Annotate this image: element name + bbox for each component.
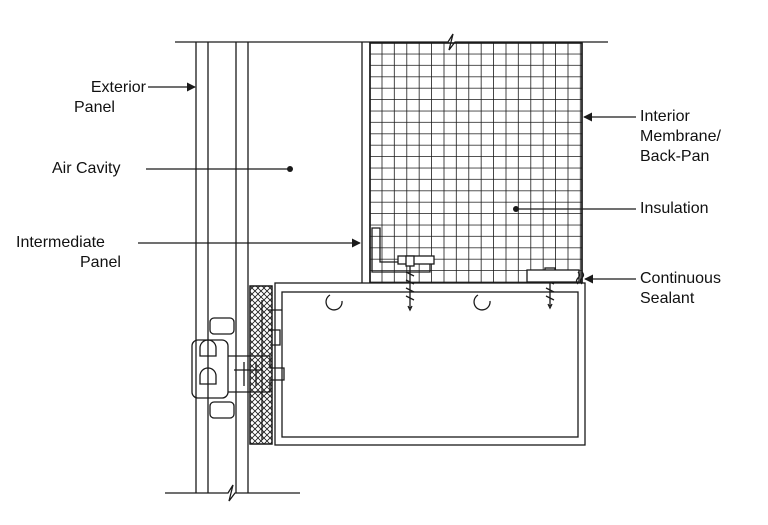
label-intermediate-panel-line2: Panel bbox=[80, 254, 121, 271]
label-continuous-sealant-line2: Sealant bbox=[640, 290, 695, 307]
pressure-plate bbox=[191, 339, 229, 399]
fastener-plate bbox=[397, 255, 435, 265]
label-interior-membrane: Interior Membrane/ Back-Pan bbox=[640, 107, 721, 167]
label-air-cavity: Air Cavity bbox=[52, 159, 120, 179]
top-boundary-line bbox=[175, 33, 608, 51]
air-cavity-dot bbox=[287, 166, 293, 172]
mullion-inner bbox=[281, 291, 579, 438]
insulation-dot bbox=[513, 206, 519, 212]
sealant-squiggle bbox=[575, 271, 585, 285]
label-interior-membrane-line2: Membrane/ bbox=[640, 128, 721, 145]
label-air-cavity-text: Air Cavity bbox=[52, 160, 121, 177]
label-interior-membrane-line3: Back-Pan bbox=[640, 148, 710, 165]
label-insulation: Insulation bbox=[640, 199, 709, 219]
label-intermediate-panel: Intermediate Panel bbox=[16, 233, 121, 273]
label-exterior-panel-line2: Panel bbox=[74, 99, 115, 116]
bottom-boundary-line bbox=[165, 484, 300, 502]
screw-boss-1 bbox=[325, 294, 343, 311]
label-exterior-panel: Exterior Panel bbox=[64, 78, 146, 118]
pressure-plate-detail bbox=[199, 339, 217, 385]
label-interior-membrane-line1: Interior bbox=[640, 108, 690, 125]
glass-gasket-bottom bbox=[209, 401, 235, 419]
mullion-outer bbox=[274, 282, 586, 446]
label-continuous-sealant-line1: Continuous bbox=[640, 270, 721, 287]
label-exterior-panel-line1: Exterior bbox=[90, 79, 146, 96]
fastener-left bbox=[405, 255, 415, 312]
label-intermediate-panel-line1: Intermediate bbox=[16, 234, 105, 251]
label-insulation-text: Insulation bbox=[640, 200, 709, 217]
mullion-nose-detail bbox=[234, 362, 262, 386]
mullion-nose bbox=[228, 355, 285, 393]
insulation-grid bbox=[369, 42, 583, 284]
glass-gasket-top bbox=[209, 317, 235, 335]
label-continuous-sealant: Continuous Sealant bbox=[640, 269, 721, 309]
screw-boss-2 bbox=[473, 294, 491, 311]
sealant-bead bbox=[526, 269, 580, 283]
